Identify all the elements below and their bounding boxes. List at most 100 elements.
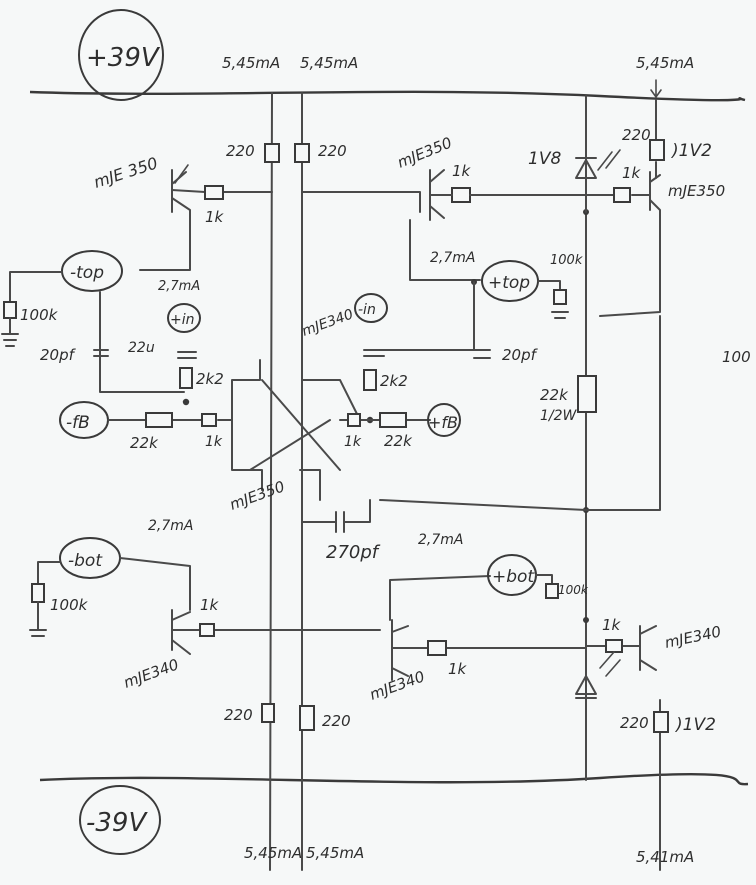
schematic-label: 2,7mA xyxy=(158,279,200,294)
schematic-stroke xyxy=(354,293,388,323)
schematic-label: 1k xyxy=(344,434,362,450)
schematic-stroke xyxy=(583,617,589,623)
schematic-stroke xyxy=(99,291,185,393)
transistor-label: mJE340 xyxy=(121,655,181,691)
schematic-stroke xyxy=(299,705,315,731)
q-top-left xyxy=(139,169,191,271)
resistor-220-tr xyxy=(294,143,310,163)
positive-rail xyxy=(29,90,746,102)
led-top xyxy=(575,157,597,179)
schematic-stroke xyxy=(171,609,191,655)
resistor-220-right xyxy=(649,139,665,161)
led-bot xyxy=(575,675,597,699)
transistor-label: mJE340 xyxy=(300,306,356,339)
schematic-stroke xyxy=(199,623,215,637)
schematic-label: 100k xyxy=(550,253,583,268)
schematic-label: -bot xyxy=(68,551,103,571)
schematic-stroke xyxy=(301,499,371,533)
schematic-label: 22k xyxy=(540,386,569,404)
schematic-stroke xyxy=(182,398,190,406)
schematic-stroke xyxy=(231,359,263,491)
schematic-label: -fB xyxy=(66,413,90,433)
schematic-stroke xyxy=(473,349,491,359)
schematic-label: )1V2 xyxy=(670,141,712,161)
schematic-stroke xyxy=(653,711,669,733)
schematic-stroke xyxy=(177,351,197,359)
schematic-stroke xyxy=(174,164,189,184)
schematic-stroke xyxy=(3,301,17,319)
schematic-label: 220 xyxy=(622,126,651,144)
schematic-label: 1/2W xyxy=(540,408,578,424)
neg-supply-circle xyxy=(79,785,161,855)
schematic-stroke xyxy=(9,271,63,303)
schematic-stroke xyxy=(261,703,275,723)
resistor-1k-tr xyxy=(613,187,631,203)
schematic-stroke xyxy=(299,379,361,501)
schematic-label: 1k xyxy=(622,164,642,182)
schematic-stroke xyxy=(389,575,491,621)
schematic-stroke xyxy=(553,289,567,305)
transistor-label: mJE350 xyxy=(227,477,287,513)
schematic-label: 220 xyxy=(224,706,253,724)
node-label: -top xyxy=(70,263,104,283)
res-label: 220 xyxy=(318,142,347,160)
schematic-label: +top xyxy=(488,273,530,293)
schematic-label: 1k xyxy=(452,162,472,180)
schematic-label: 220 xyxy=(620,714,649,732)
schematic-stroke xyxy=(249,379,341,471)
schematic-label: 1k xyxy=(205,208,225,226)
schematic-label: 2k2 xyxy=(196,370,224,388)
current-label: 5,45mA xyxy=(300,54,358,72)
schematic-stroke xyxy=(427,403,461,437)
schematic-stroke xyxy=(379,315,661,511)
schematic-stroke xyxy=(29,601,47,637)
current-label: 5,45mA xyxy=(222,54,280,72)
schematic-label: 100k xyxy=(20,306,59,324)
schematic-stroke xyxy=(379,281,475,351)
schematic-label: 100k xyxy=(558,583,589,597)
schematic-label: 2,7mA xyxy=(430,250,475,266)
schematic-stroke xyxy=(409,219,481,281)
pos-supply-label: +39V xyxy=(86,43,161,73)
schematic-stroke xyxy=(599,651,621,677)
schematic-label: 1k xyxy=(448,660,468,678)
schematic-stroke xyxy=(537,280,561,293)
neg-supply-label: -39V xyxy=(86,808,148,838)
schematic-label: 5,45mA xyxy=(244,844,302,862)
led-label: 1V8 xyxy=(528,149,561,169)
resistor-1k-tm xyxy=(451,187,471,203)
schematic-label: 22u xyxy=(128,340,155,356)
schematic-stroke xyxy=(391,619,587,681)
schematic-label: )1V2 xyxy=(674,715,716,735)
schematic-label: 22k xyxy=(130,434,159,452)
schematic-stroke xyxy=(363,369,377,391)
schematic-label: 1k xyxy=(205,434,223,450)
schematic-stroke xyxy=(535,574,553,585)
schematic-stroke xyxy=(179,367,193,389)
schematic-stroke xyxy=(585,625,657,671)
current-label: 5,45mA xyxy=(636,54,694,72)
schematic-stroke xyxy=(201,413,217,427)
schematic-stroke xyxy=(301,169,445,221)
schematic-stroke xyxy=(597,149,621,171)
resistor-22k-big xyxy=(577,375,597,413)
schematic-label: 20pf xyxy=(502,346,539,364)
schematic-stroke xyxy=(605,639,623,653)
q-top-right xyxy=(599,171,661,317)
transistor-label: mJE340 xyxy=(663,622,723,651)
schematic-label: 22k xyxy=(384,432,413,450)
schematic-label: +in xyxy=(170,312,195,328)
schematic-stroke xyxy=(427,640,447,656)
pos-supply-circle xyxy=(78,9,164,101)
schematic-stroke xyxy=(551,311,569,319)
schematic-label: -in xyxy=(358,302,376,318)
transistor-label: mJE 350 xyxy=(91,153,160,191)
resistor-220-tl xyxy=(264,143,280,163)
schematic-label: +bot xyxy=(492,567,535,587)
schematic-stroke xyxy=(379,412,407,428)
schematic-stroke xyxy=(545,583,559,599)
schematic-stroke xyxy=(37,557,191,611)
schematic-label: 270pf xyxy=(326,542,381,563)
